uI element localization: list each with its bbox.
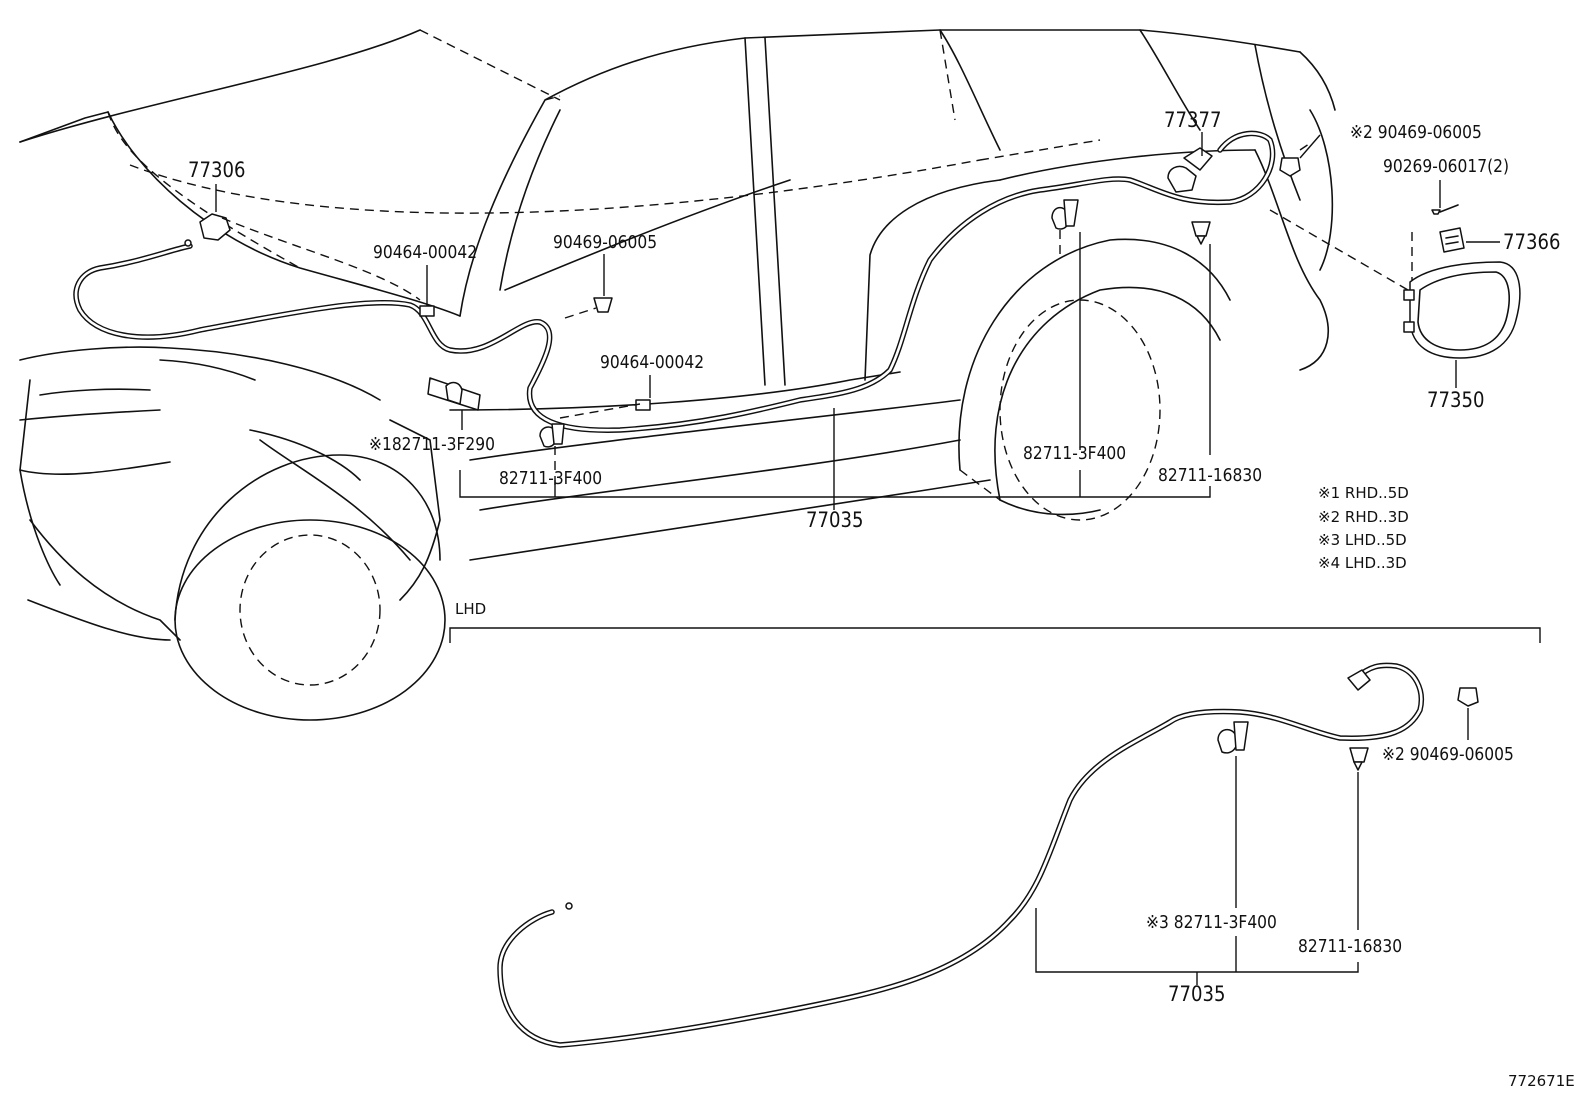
clamp-rhd5d — [427, 377, 481, 411]
spring-77366 — [1439, 227, 1465, 253]
clip-rhd3d — [1279, 157, 1301, 177]
clip-upper — [593, 297, 613, 313]
label-77366: 77366 — [1503, 230, 1561, 254]
clamp-front — [539, 423, 565, 448]
legend-item-3: ※3 LHD..5D — [1318, 531, 1407, 549]
label-lhd-section: LHD — [455, 600, 487, 618]
label-77377: 77377 — [1164, 108, 1222, 132]
vehicle-body-outline — [19, 29, 1336, 721]
lock-assy-77377 — [1167, 147, 1213, 193]
clamp-rear2 — [1191, 221, 1211, 245]
legend-item-2: ※2 RHD..3D — [1318, 508, 1409, 526]
figure-id: 772671E — [1508, 1072, 1575, 1090]
hood-release-handle-77306 — [184, 213, 231, 247]
lhd-parts — [1217, 669, 1479, 771]
grommet-front — [419, 305, 435, 317]
label-grommet-mid: 90464-00042 — [600, 352, 705, 373]
label-lhd-clamp: ※3 82711-3F400 — [1146, 912, 1277, 933]
screw — [1431, 204, 1459, 215]
label-77306: 77306 — [188, 158, 246, 182]
label-77350: 77350 — [1427, 388, 1485, 412]
label-clamp-rear: 82711-3F400 — [1023, 443, 1127, 464]
label-grommet-front: 90464-00042 — [373, 242, 478, 263]
label-cable-77035: 77035 — [806, 508, 864, 532]
label-clamp-front: 82711-3F400 — [499, 468, 603, 489]
cable-77035-rhd — [73, 130, 1276, 433]
leader-lines-lower — [1035, 708, 1469, 985]
label-screw: 90269-06017(2) — [1383, 156, 1510, 177]
label-clamp-rear2: 82711-16830 — [1158, 465, 1263, 486]
label-lhd-clip: ※2 90469-06005 — [1382, 744, 1514, 765]
label-lhd-cable: 77035 — [1168, 982, 1226, 1006]
clamp-rear — [1051, 199, 1079, 230]
label-clamp-rhd5d: ※182711-3F290 — [369, 434, 495, 455]
leader-lines-upper — [215, 132, 1541, 643]
fuel-lid-77350 — [1403, 261, 1521, 359]
legend-item-1: ※1 RHD..5D — [1318, 484, 1409, 502]
label-lhd-clamp2: 82711-16830 — [1298, 936, 1403, 957]
legend-item-4: ※4 LHD..3D — [1318, 554, 1407, 572]
label-clip-upper: 90469-06005 — [553, 232, 658, 253]
label-clip-rhd3d: ※2 90469-06005 — [1350, 122, 1482, 143]
cable-77035-lhd — [497, 662, 1424, 1048]
